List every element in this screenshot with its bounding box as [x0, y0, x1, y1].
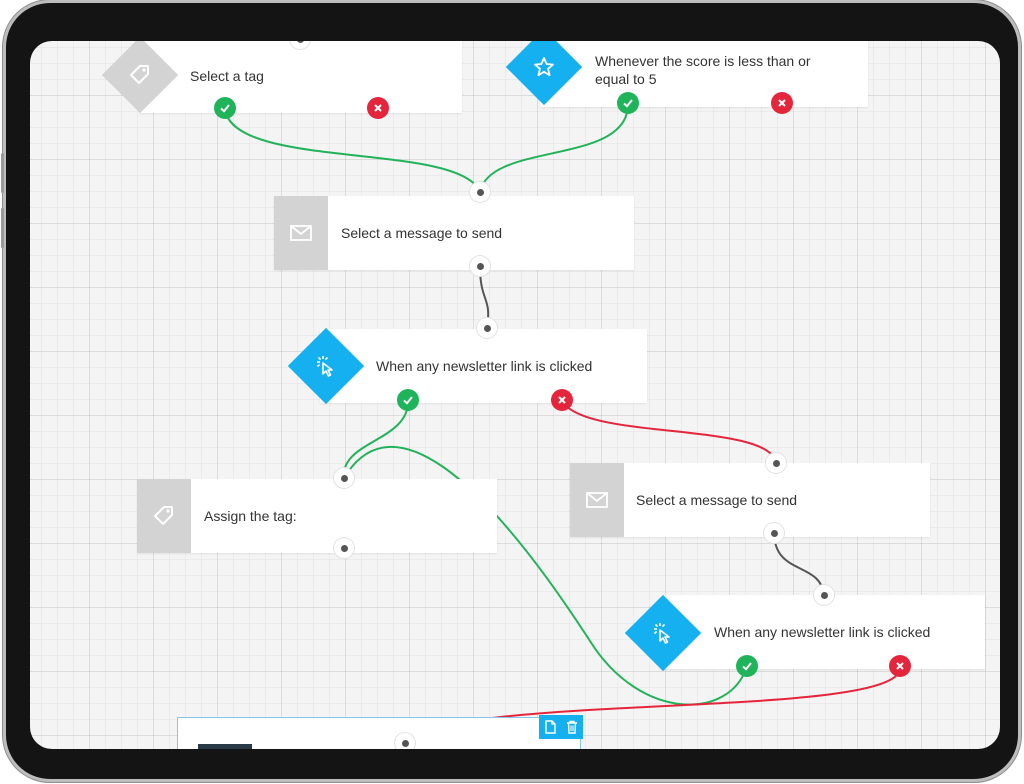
selected-node[interactable] — [177, 717, 581, 749]
link-click-diamond[interactable] — [624, 594, 702, 672]
input-port[interactable] — [290, 41, 310, 49]
node-label: Select a message to send — [341, 225, 503, 241]
wire-yes — [479, 102, 630, 193]
wire-yes — [224, 107, 481, 193]
yes-output-handle[interactable] — [214, 97, 236, 119]
workflow-canvas[interactable]: Select a tag Whenever the score is less … — [30, 41, 1000, 749]
input-port[interactable] — [470, 182, 490, 202]
star-icon — [534, 57, 554, 77]
node-link-click[interactable]: When any newsletter link is clicked — [660, 595, 985, 669]
input-port[interactable] — [766, 453, 786, 473]
check-icon — [403, 396, 413, 405]
node-assign-tag[interactable]: Assign the tag: — [137, 479, 497, 553]
envelope-icon — [290, 225, 312, 241]
check-icon — [220, 104, 230, 113]
volume-button — [1, 153, 4, 193]
node-icon-box — [570, 463, 624, 537]
pointer-click-icon — [653, 623, 670, 644]
check-icon — [742, 662, 752, 671]
node-icon-box — [274, 196, 328, 270]
x-icon — [896, 662, 904, 670]
input-port[interactable] — [395, 733, 415, 749]
envelope-icon — [586, 492, 608, 508]
node-label: When any newsletter link is clicked — [714, 624, 931, 640]
node-toolbar — [539, 715, 583, 739]
x-icon — [558, 396, 566, 404]
no-output-handle[interactable] — [551, 389, 573, 411]
no-output-handle[interactable] — [889, 655, 911, 677]
check-icon — [623, 99, 633, 108]
node-label: Whenever the score is less than or equal… — [595, 53, 811, 87]
copy-icon[interactable] — [544, 720, 556, 734]
wire-default — [773, 532, 825, 596]
node-send-message[interactable]: Select a message to send — [274, 196, 634, 270]
wire-yes — [343, 445, 748, 706]
x-icon — [374, 104, 382, 112]
tag-icon — [130, 65, 149, 84]
output-port[interactable] — [764, 523, 784, 543]
node-label: When any newsletter link is clicked — [376, 358, 593, 374]
node-tag-trigger[interactable]: Select a tag — [140, 41, 462, 113]
trash-icon[interactable] — [566, 720, 578, 734]
node-label: Select a tag — [190, 68, 264, 84]
yes-output-handle[interactable] — [736, 655, 758, 677]
pointer-click-icon — [316, 356, 333, 377]
x-icon — [778, 99, 786, 107]
selected-node-icon-box — [198, 744, 252, 749]
node-label: Select a message to send — [636, 492, 798, 508]
output-port[interactable] — [334, 538, 354, 558]
node-label: Assign the tag: — [204, 508, 297, 524]
yes-output-handle[interactable] — [397, 389, 419, 411]
node-score-trigger[interactable]: Whenever the score is less than or equal… — [540, 41, 868, 107]
input-port[interactable] — [814, 585, 834, 605]
input-port[interactable] — [334, 468, 354, 488]
wire-no — [561, 399, 777, 464]
no-output-handle[interactable] — [367, 97, 389, 119]
wire-yes — [342, 399, 410, 479]
node-send-message[interactable]: Select a message to send — [570, 463, 930, 537]
tag-icon — [154, 506, 173, 525]
score-trigger-diamond[interactable] — [505, 41, 583, 106]
tablet-frame: Select a tag Whenever the score is less … — [1, 3, 1018, 779]
node-icon-box — [137, 479, 191, 553]
volume-button — [1, 208, 4, 248]
link-click-diamond[interactable] — [287, 327, 365, 405]
yes-output-handle[interactable] — [617, 92, 639, 114]
input-port[interactable] — [477, 318, 497, 338]
tag-trigger-diamond[interactable] — [101, 41, 179, 114]
no-output-handle[interactable] — [771, 92, 793, 114]
output-port[interactable] — [470, 256, 490, 276]
node-link-click[interactable]: When any newsletter link is clicked — [320, 329, 647, 403]
